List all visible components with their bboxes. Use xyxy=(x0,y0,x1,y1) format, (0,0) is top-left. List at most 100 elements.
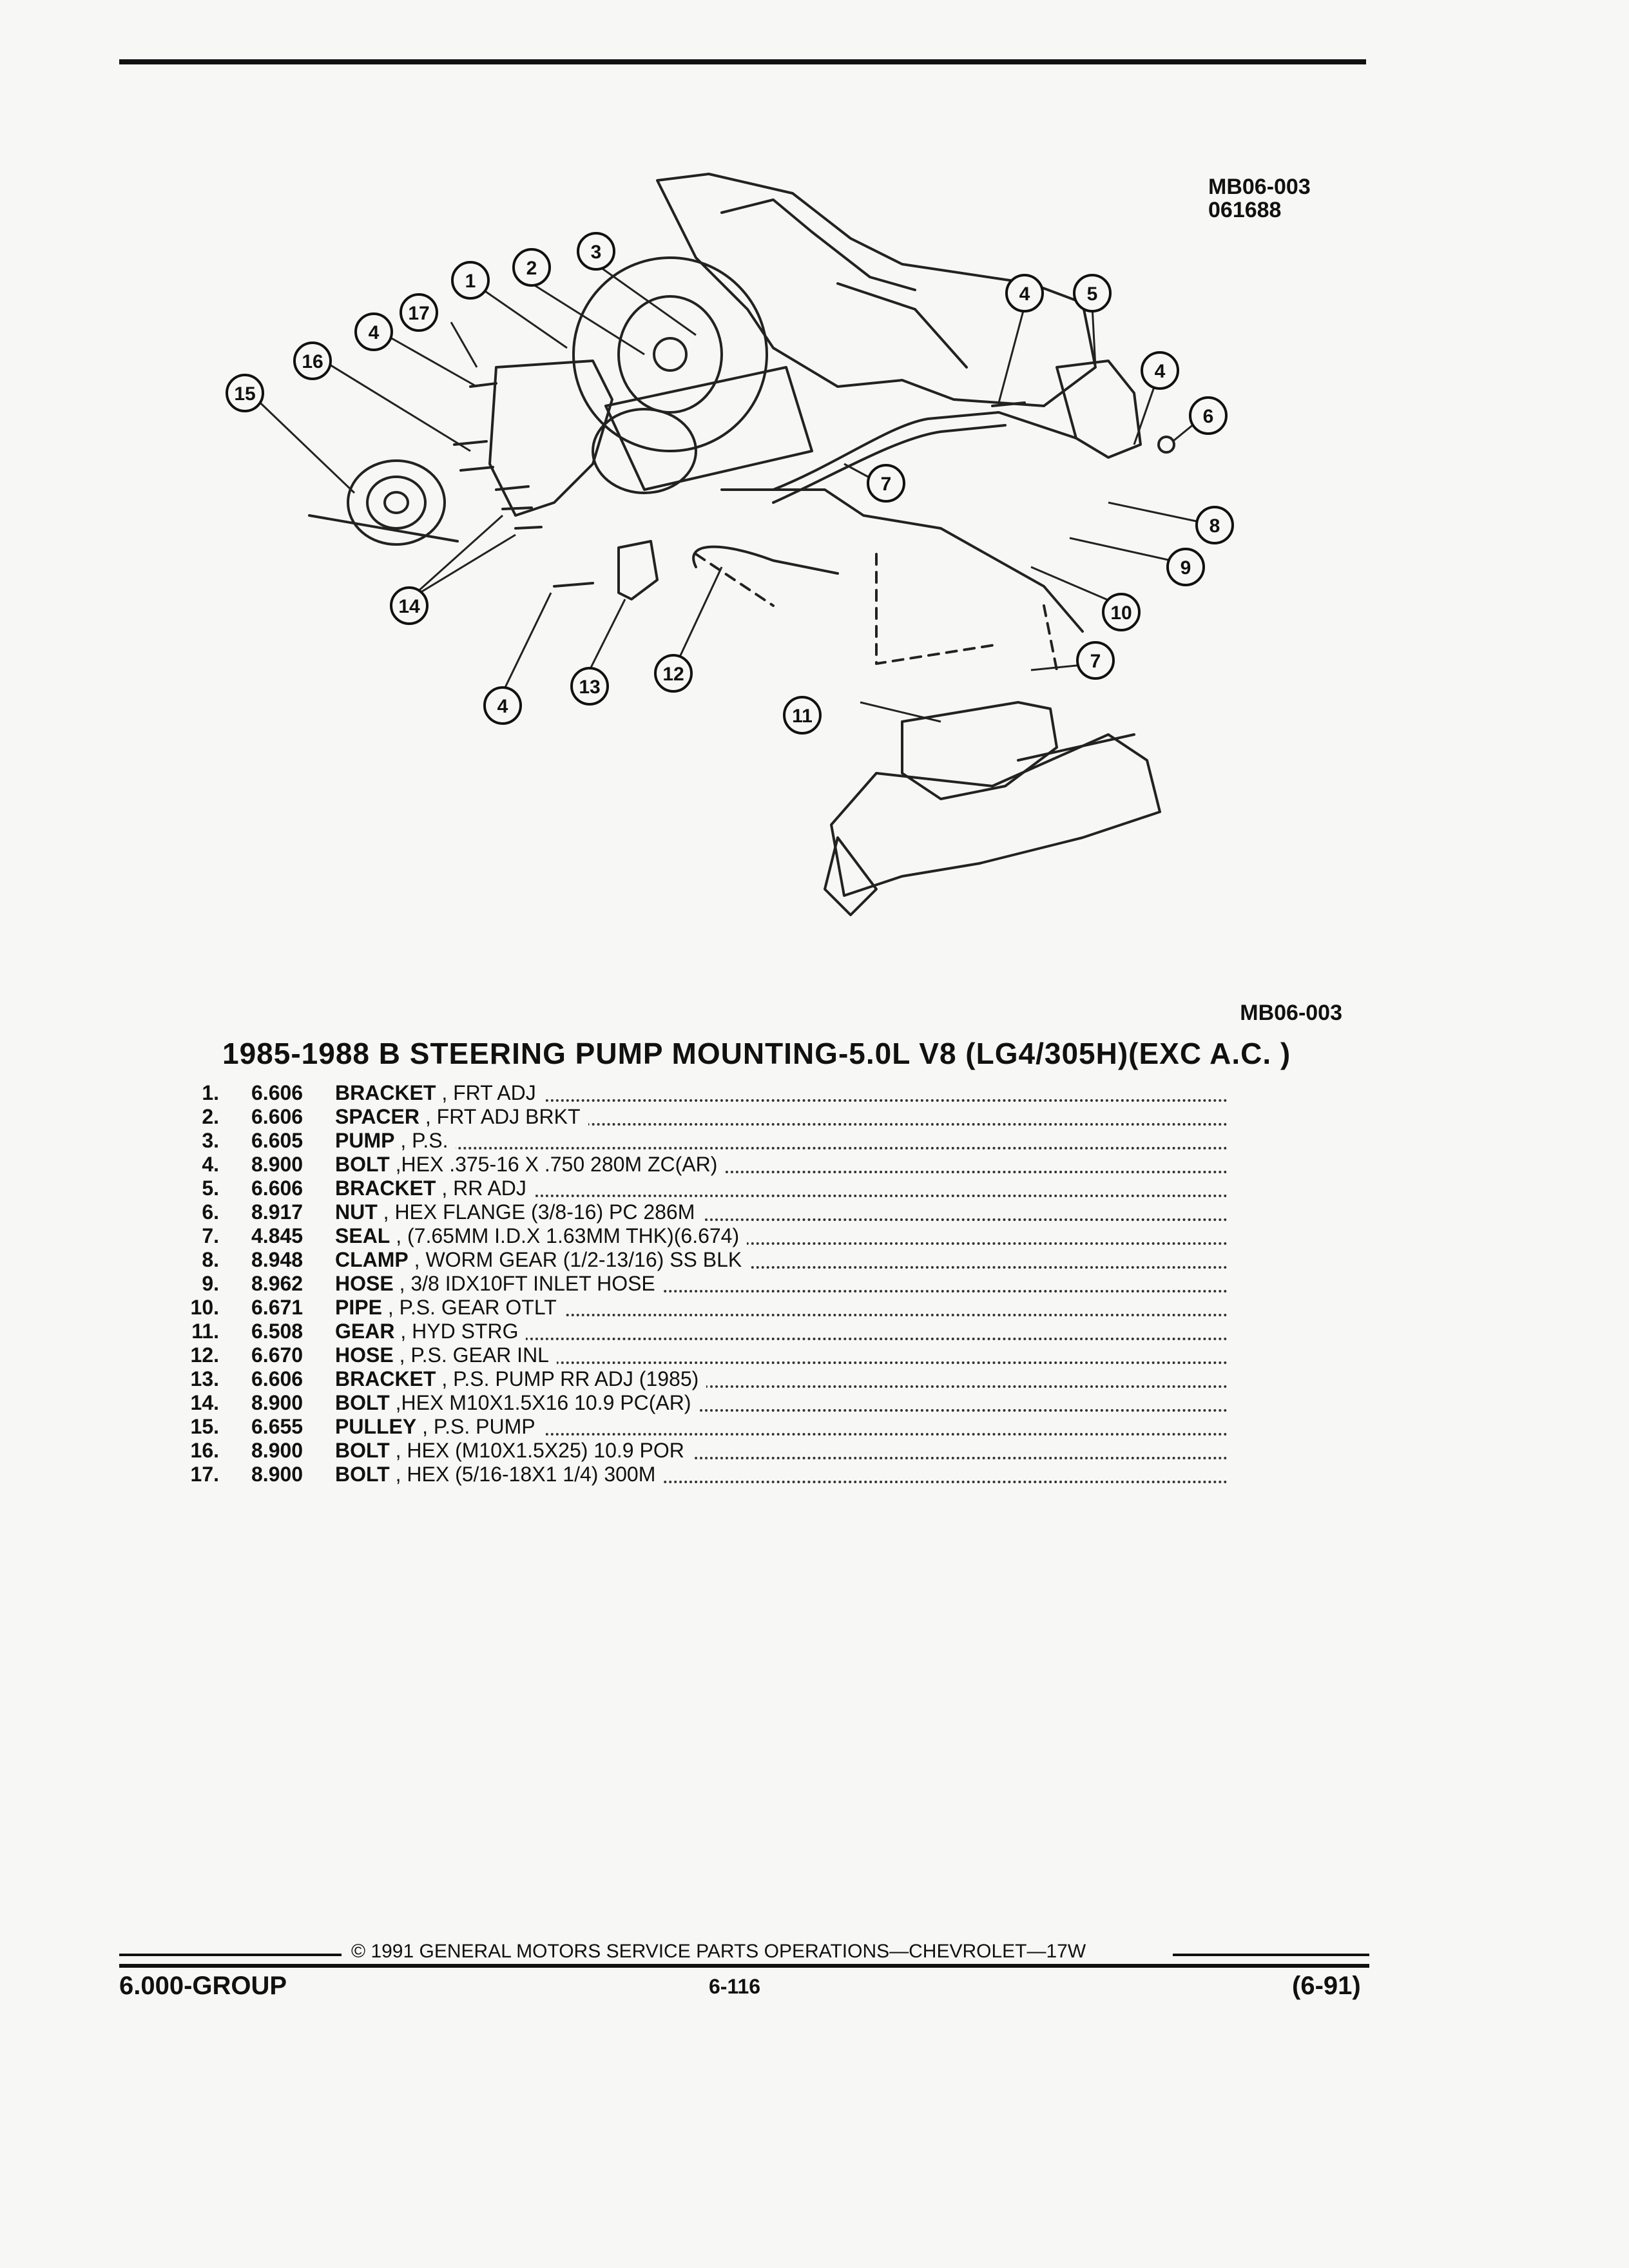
callout-11: 11 xyxy=(792,706,813,727)
callout-labels: 1 2 3 4 5 4 6 17 4 16 15 7 8 9 10 14 4 1… xyxy=(234,242,1220,717)
part-description: BOLT ,HEX M10X1.5X16 10.9 PC(AR) xyxy=(335,1391,1228,1415)
part-spec: , P.S. GEAR OTLT xyxy=(387,1296,557,1319)
part-name: PIPE xyxy=(335,1296,382,1319)
callout-circles xyxy=(226,232,1234,725)
part-spec: , FRT ADJ BRKT xyxy=(425,1105,581,1128)
part-code: 8.900 xyxy=(251,1439,304,1462)
footer-rule-left xyxy=(119,1954,342,1956)
part-name: BOLT xyxy=(335,1391,390,1414)
part-code: 8.900 xyxy=(251,1463,304,1486)
callout-13: 13 xyxy=(579,677,600,698)
footer-rule xyxy=(119,1964,1369,1968)
diagram-reference: MB06-003 xyxy=(1240,1001,1342,1025)
exploded-parts-diagram: 1 2 3 4 5 4 6 17 4 16 15 7 8 9 10 14 4 1… xyxy=(226,173,1234,916)
callout-1: 1 xyxy=(465,271,476,292)
part-number: 3. xyxy=(202,1129,219,1152)
footer-rule-right xyxy=(1173,1954,1369,1956)
part-description: GEAR , HYD STRG xyxy=(335,1320,1228,1343)
part-description: BOLT , HEX (5/16-18X1 1/4) 300M xyxy=(335,1463,1228,1486)
part-name: BRACKET xyxy=(335,1081,436,1104)
part-description: HOSE , 3/8 IDX10FT INLET HOSE xyxy=(335,1272,1228,1296)
callout-3: 3 xyxy=(591,242,602,263)
part-number: 15. xyxy=(190,1415,219,1438)
part-description: CLAMP , WORM GEAR (1/2-13/16) SS BLK xyxy=(335,1248,1228,1272)
part-description: BOLT ,HEX .375-16 X .750 280M ZC(AR) xyxy=(335,1153,1228,1177)
part-code: 6.670 xyxy=(251,1343,304,1367)
part-code: 6.655 xyxy=(251,1415,304,1438)
part-description: BOLT , HEX (M10X1.5X25) 10.9 POR xyxy=(335,1439,1228,1463)
figure-id: MB06-003 061688 xyxy=(1208,175,1311,222)
part-spec: , HYD STRG xyxy=(400,1320,519,1343)
part-description: NUT , HEX FLANGE (3/8-16) PC 286M xyxy=(335,1200,1228,1224)
top-rule xyxy=(119,59,1366,64)
part-number: 13. xyxy=(190,1367,219,1390)
part-name: HOSE xyxy=(335,1343,394,1367)
part-name: BRACKET xyxy=(335,1177,436,1200)
callout-8: 8 xyxy=(1210,515,1220,537)
callout-4d: 4 xyxy=(497,696,508,717)
part-name: BOLT xyxy=(335,1153,390,1176)
part-number: 5. xyxy=(202,1177,219,1200)
part-description: SPACER , FRT ADJ BRKT xyxy=(335,1105,1228,1129)
part-name: BOLT xyxy=(335,1439,390,1462)
part-number: 10. xyxy=(190,1296,219,1319)
gear-inlet-hose xyxy=(692,545,839,575)
group-label: 6.000-GROUP xyxy=(119,1972,287,2000)
callout-12: 12 xyxy=(662,664,684,685)
parts-list-row: 7. 4.845 SEAL , (7.65MM I.D.X 1.63MM THK)(… xyxy=(184,1224,1228,1248)
part-name: SEAL xyxy=(335,1224,390,1247)
part-description: BRACKET , RR ADJ xyxy=(335,1177,1228,1200)
callout-14: 14 xyxy=(398,596,420,617)
part-spec: , FRT ADJ xyxy=(441,1081,536,1104)
page-number: 6-116 xyxy=(709,1975,761,1998)
copyright-notice: © 1991 GENERAL MOTORS SERVICE PARTS OPER… xyxy=(351,1941,1086,1962)
part-spec: , HEX (5/16-18X1 1/4) 300M xyxy=(395,1463,656,1486)
part-code: 6.606 xyxy=(251,1367,304,1390)
part-number: 4. xyxy=(202,1153,219,1176)
rear-bracket xyxy=(1055,360,1142,459)
part-description: BRACKET , P.S. PUMP RR ADJ (1985) xyxy=(335,1367,1228,1391)
parts-list-row: 3. 6.605 PUMP , P.S. xyxy=(184,1129,1228,1153)
pump-body xyxy=(572,256,768,452)
part-name: BOLT xyxy=(335,1463,390,1486)
callout-7b: 7 xyxy=(1090,651,1101,672)
part-spec: , WORM GEAR (1/2-13/16) SS BLK xyxy=(414,1248,742,1271)
engine-block xyxy=(656,173,1097,407)
part-description: PUMP , P.S. xyxy=(335,1129,1228,1153)
part-number: 14. xyxy=(190,1391,219,1414)
part-spec: ,HEX .375-16 X .750 280M ZC(AR) xyxy=(395,1153,718,1176)
parts-list-row: 9. 8.962 HOSE , 3/8 IDX10FT INLET HOSE xyxy=(184,1272,1228,1296)
part-code: 8.962 xyxy=(251,1272,304,1295)
part-name: CLAMP xyxy=(335,1248,409,1271)
page-title: 1985-1988 B STEERING PUMP MOUNTING-5.0L … xyxy=(222,1037,1291,1070)
parts-list-row: 4. 8.900 BOLT ,HEX .375-16 X .750 280M ZC(… xyxy=(184,1153,1228,1177)
part-code: 8.900 xyxy=(251,1153,304,1176)
callout-6: 6 xyxy=(1203,406,1214,427)
part-number: 6. xyxy=(202,1200,219,1224)
part-code: 8.900 xyxy=(251,1391,304,1414)
callout-4a: 4 xyxy=(1019,284,1030,305)
inlet-hose xyxy=(772,411,1077,491)
part-description: SEAL , (7.65MM I.D.X 1.63MM THK)(6.674) xyxy=(335,1224,1228,1248)
part-number: 9. xyxy=(202,1272,219,1295)
part-spec: , HEX FLANGE (3/8-16) PC 286M xyxy=(383,1200,695,1224)
part-number: 1. xyxy=(202,1081,219,1104)
part-number: 7. xyxy=(202,1224,219,1247)
part-spec: , P.S. GEAR INL xyxy=(399,1343,549,1367)
callout-16: 16 xyxy=(302,351,323,372)
part-spec: , P.S. PUMP RR ADJ (1985) xyxy=(441,1367,699,1390)
part-name: BRACKET xyxy=(335,1367,436,1390)
part-code: 4.845 xyxy=(251,1224,304,1247)
part-code: 6.605 xyxy=(251,1129,304,1152)
callout-4b: 4 xyxy=(1155,361,1166,382)
pulley xyxy=(347,459,446,546)
part-description: PIPE , P.S. GEAR OTLT xyxy=(335,1296,1228,1320)
part-spec: , P.S. PUMP xyxy=(422,1415,535,1438)
figure-id-line-2: 061688 xyxy=(1208,198,1282,222)
